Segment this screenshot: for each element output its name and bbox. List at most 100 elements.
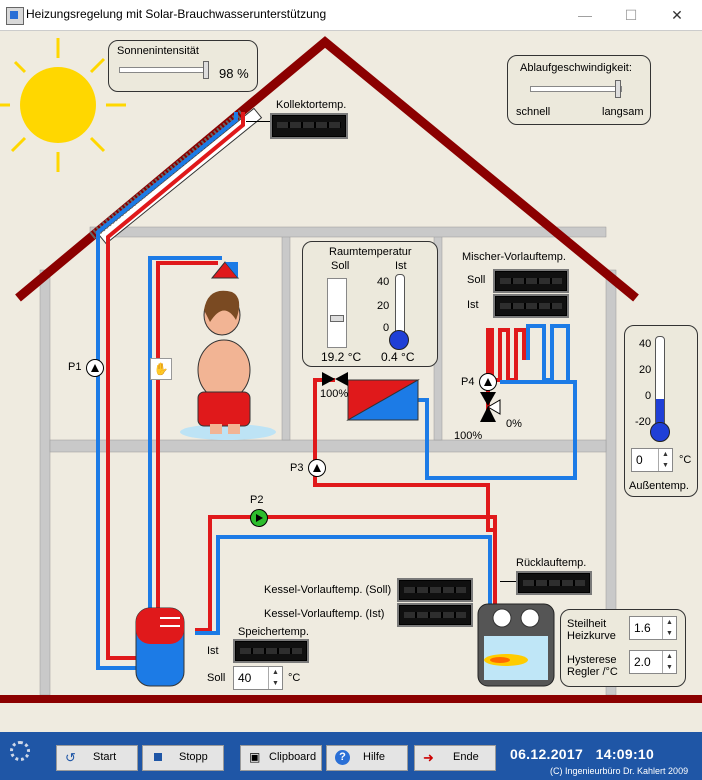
minimize-icon[interactable]: — xyxy=(578,7,592,23)
room-ist-value: 0.4 °C xyxy=(381,350,415,364)
radiator xyxy=(346,379,420,421)
sun-intensity-label: Sonnenintensität xyxy=(117,45,199,57)
pump-p4-label: P4 xyxy=(461,376,475,388)
sun-intensity-panel: Sonnenintensität 98 % xyxy=(108,40,258,92)
pump-p2-label: P2 xyxy=(250,494,264,506)
hand-icon[interactable]: ✋ xyxy=(150,358,172,380)
speed-slider-thumb[interactable] xyxy=(615,80,621,98)
pump-p1-icon[interactable] xyxy=(86,359,104,377)
room-soll-slider[interactable] xyxy=(327,278,347,348)
mixer-valve xyxy=(480,392,501,422)
outside-temp-spinner-arrows[interactable]: ▲▼ xyxy=(658,449,672,471)
stop-label: Stopp xyxy=(179,751,208,763)
collector-temp-display xyxy=(270,113,348,139)
return-temp-display xyxy=(516,571,592,595)
boiler-ist-display xyxy=(397,603,473,627)
clipboard-button[interactable]: ▣ Clipboard xyxy=(240,745,322,771)
help-button[interactable]: ? Hilfe xyxy=(326,745,408,771)
hysterese-value: 2.0 xyxy=(634,655,651,669)
valve-mixer-right-pct: 0% xyxy=(506,418,522,430)
speed-right-label: langsam xyxy=(602,106,644,118)
boiler-ist-label: Kessel-Vorlauftemp. (Ist) xyxy=(264,608,385,620)
outside-thermometer xyxy=(655,336,665,430)
pump-p2-icon[interactable] xyxy=(250,509,268,527)
steilheit-spinner[interactable]: 1.6 ▲▼ xyxy=(629,616,677,640)
start-button[interactable]: ↺ Start xyxy=(56,745,138,771)
copyright-text: (C) Ingenieurbüro Dr. Kahlert 2009 xyxy=(550,766,689,776)
boiler xyxy=(477,603,555,687)
status-datetime: 06.12.2017 14:09:10 xyxy=(510,746,654,762)
hysterese-label: Hysterese Regler /°C xyxy=(567,654,618,678)
person-shower-icon xyxy=(180,290,276,440)
title-bar: Heizungsregelung mit Solar-Brauchwasseru… xyxy=(0,0,702,31)
room-thermometer xyxy=(395,274,405,338)
speed-slider[interactable] xyxy=(530,80,622,98)
mixer-soll-label: Soll xyxy=(467,274,486,286)
start-icon: ↺ xyxy=(65,750,76,765)
outside-scale-40: 40 xyxy=(639,338,652,350)
exit-button[interactable]: ➜ Ende xyxy=(414,745,496,771)
mixer-ist-display xyxy=(493,294,569,318)
pump-p3-icon[interactable] xyxy=(308,459,326,477)
mixer-soll-display xyxy=(493,269,569,293)
pump-p4-icon[interactable] xyxy=(479,373,497,391)
outside-thermometer-bulb xyxy=(650,422,670,442)
steilheit-label-line2: Heizkurve xyxy=(567,630,616,642)
steilheit-spinner-arrows[interactable]: ▲▼ xyxy=(662,617,676,639)
room-soll-value: 19.2 °C xyxy=(321,350,362,364)
valve-mixer-bottom-pct: 100% xyxy=(454,430,483,442)
mixer-title: Mischer-Vorlauftemp. xyxy=(462,251,566,263)
room-soll-label: Soll xyxy=(331,260,350,272)
pump-p1-label: P1 xyxy=(68,361,82,373)
sun-intensity-slider[interactable] xyxy=(119,61,209,79)
storage-ist-label: Ist xyxy=(207,645,219,657)
house-walls xyxy=(0,226,702,703)
heating-schematic xyxy=(0,36,702,703)
sun-intensity-slider-thumb[interactable] xyxy=(203,61,209,79)
help-label: Hilfe xyxy=(363,751,386,763)
hysterese-spinner-arrows[interactable]: ▲▼ xyxy=(662,651,676,673)
outside-scale-0: 0 xyxy=(645,390,652,402)
storage-unit: °C xyxy=(288,672,301,684)
room-soll-slider-thumb[interactable] xyxy=(330,315,344,322)
storage-soll-spinner-arrows[interactable]: ▲▼ xyxy=(268,667,282,689)
mixer-ist-label: Ist xyxy=(467,299,479,311)
clipboard-label: Clipboard xyxy=(269,751,317,763)
hysterese-spinner[interactable]: 2.0 ▲▼ xyxy=(629,650,677,674)
storage-tank xyxy=(135,607,185,687)
valve-left-pct: 100% xyxy=(320,388,349,400)
help-icon: ? xyxy=(335,750,353,766)
valve-left xyxy=(322,372,348,386)
storage-soll-spinner[interactable]: 40 ▲▼ xyxy=(233,666,283,690)
app-icon xyxy=(6,7,24,25)
status-date: 06.12.2017 xyxy=(510,746,584,762)
storage-ist-display xyxy=(233,639,309,663)
outside-temp-value: 0 xyxy=(636,453,643,467)
room-thermometer-bulb xyxy=(389,330,409,350)
boiler-soll-label: Kessel-Vorlauftemp. (Soll) xyxy=(264,584,392,596)
window-title: Heizungsregelung mit Solar-Brauchwasseru… xyxy=(26,7,327,21)
stop-button[interactable]: Stopp xyxy=(142,745,224,771)
collector-temp-label: Kollektortemp. xyxy=(276,99,347,111)
outside-label: Außentemp. xyxy=(629,480,689,492)
hysterese-label-line1: Hysterese xyxy=(567,654,617,666)
loading-spinner-icon xyxy=(10,741,30,761)
room-scale-0: 0 xyxy=(383,322,390,334)
maximize-icon[interactable]: ☐ xyxy=(624,7,638,23)
room-temp-title: Raumtemperatur xyxy=(329,246,412,258)
room-scale-20: 20 xyxy=(377,300,390,312)
sun-intensity-value: 98 % xyxy=(219,66,249,81)
room-ist-label: Ist xyxy=(395,260,407,272)
speed-left-label: schnell xyxy=(516,106,551,118)
room-scale-40: 40 xyxy=(377,276,390,288)
storage-temp-label: Speichertemp. xyxy=(238,626,309,638)
close-icon[interactable]: ✕ xyxy=(671,7,683,23)
exit-icon: ➜ xyxy=(423,750,434,765)
stop-icon xyxy=(151,750,169,766)
storage-soll-label: Soll xyxy=(207,672,226,684)
boiler-soll-display xyxy=(397,578,473,602)
outside-scale-neg20: -20 xyxy=(635,416,651,428)
steilheit-label: Steilheit Heizkurve xyxy=(567,618,616,642)
steilheit-value: 1.6 xyxy=(634,621,651,635)
outside-temp-spinner[interactable]: 0 ▲▼ xyxy=(631,448,673,472)
